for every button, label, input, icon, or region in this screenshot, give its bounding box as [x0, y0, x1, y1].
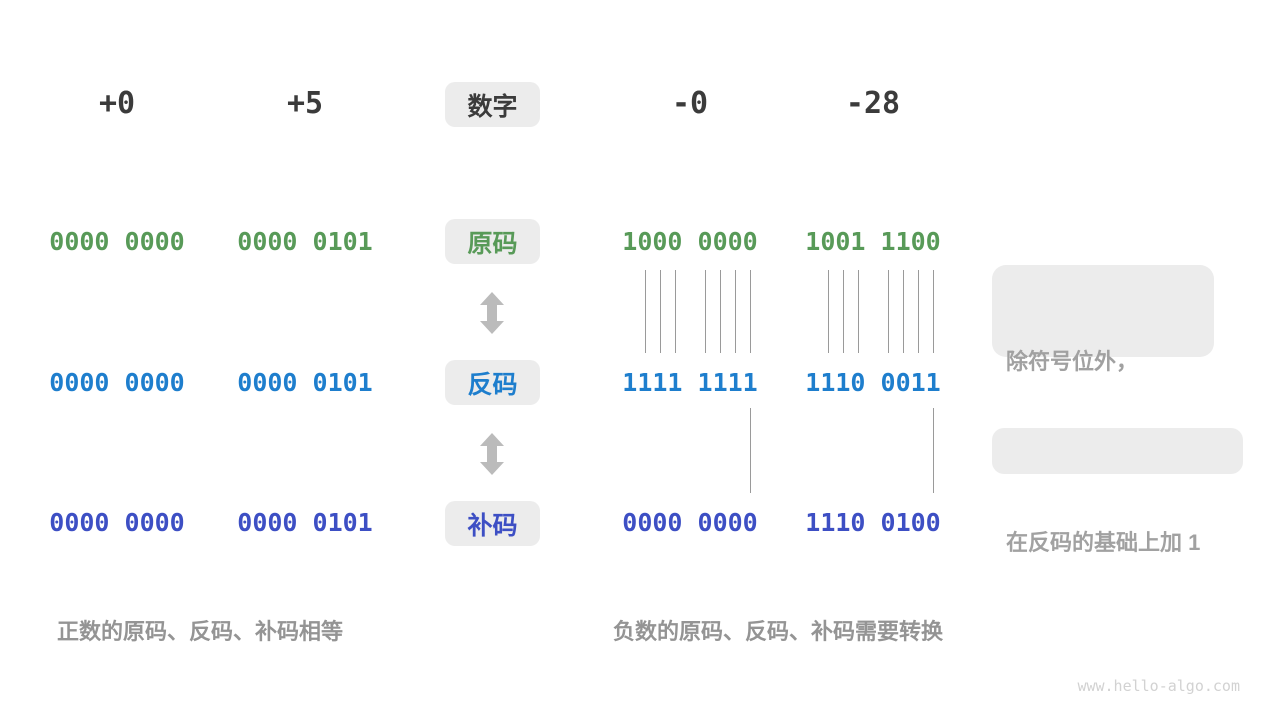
bit-connector-line [903, 270, 904, 353]
note-invert-bits: 除符号位外， 对其余所有位取反 [992, 265, 1214, 476]
bit-connector-line [735, 270, 736, 353]
label-box-ones-complement: 反码 [445, 360, 540, 405]
bit-connector-line [705, 270, 706, 353]
binary-value: 1110 0100 [805, 508, 941, 537]
label-box-number: 数字 [445, 82, 540, 127]
bit-connector-line [660, 270, 661, 353]
watermark-url: www.hello-algo.com [1077, 677, 1240, 695]
binary-value: 0000 0000 [49, 368, 185, 397]
binary-value: 0000 0101 [237, 227, 373, 256]
binary-value: 1110 0011 [805, 368, 941, 397]
note-line: 在反码的基础上加 1 [1006, 530, 1201, 555]
binary-value: 1000 0000 [622, 227, 758, 256]
label-box-twos-complement: 补码 [445, 501, 540, 546]
binary-value: 0000 0101 [237, 368, 373, 397]
header-number-plus0: +0 [98, 86, 136, 121]
bit-connector-line [750, 270, 751, 353]
bit-connector-line [720, 270, 721, 353]
bit-connector-line [828, 270, 829, 353]
note-add-one: 在反码的基础上加 1 [992, 428, 1243, 555]
binary-value: 1001 1100 [805, 227, 941, 256]
caption-negative-numbers: 负数的原码、反码、补码需要转换 [613, 619, 944, 644]
bit-connector-line [933, 408, 934, 493]
bit-connector-line [888, 270, 889, 353]
up-down-arrow-icon [480, 433, 504, 475]
binary-value: 1111 1111 [622, 368, 758, 397]
binary-value: 0000 0101 [237, 508, 373, 537]
header-number-minus0: -0 [671, 86, 709, 121]
bit-connector-line [843, 270, 844, 353]
note-line: 除符号位外， [1006, 349, 1139, 374]
up-down-arrow-icon [480, 292, 504, 334]
binary-value: 0000 0000 [49, 508, 185, 537]
bit-connector-line [675, 270, 676, 353]
bit-connector-line [933, 270, 934, 353]
binary-value: 0000 0000 [49, 227, 185, 256]
bit-connector-line [645, 270, 646, 353]
header-number-minus28: -28 [845, 86, 901, 121]
bit-connector-line [918, 270, 919, 353]
caption-positive-numbers: 正数的原码、反码、补码相等 [57, 619, 344, 644]
bit-connector-line [858, 270, 859, 353]
label-box-sign-magnitude: 原码 [445, 219, 540, 264]
bit-connector-line [750, 408, 751, 493]
binary-value: 0000 0000 [622, 508, 758, 537]
header-number-plus5: +5 [286, 86, 324, 121]
